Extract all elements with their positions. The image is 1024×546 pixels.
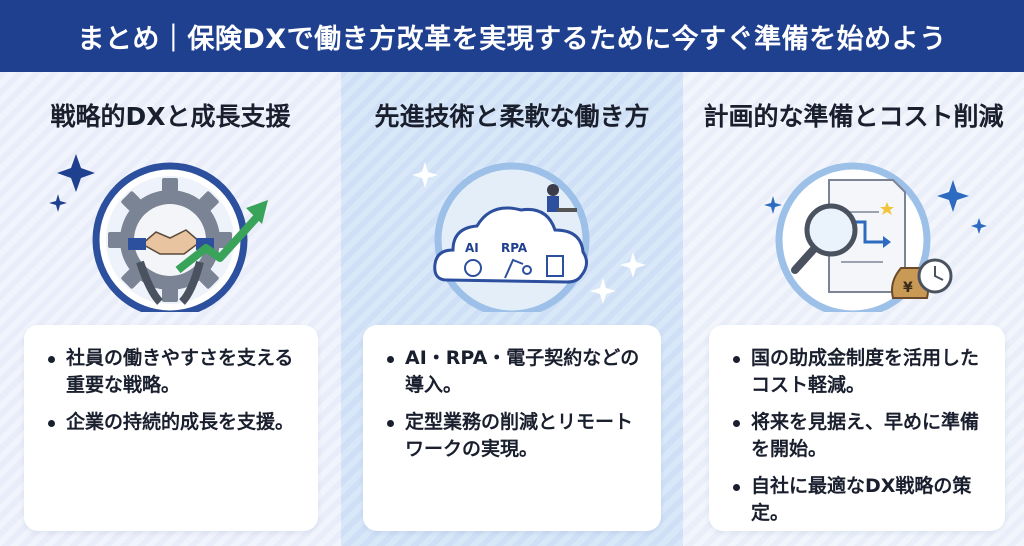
yen-symbol: ¥ bbox=[903, 280, 913, 296]
page-header: まとめ｜保険DXで働き方改革を実現するために今すぐ準備を始めよう bbox=[0, 0, 1024, 72]
bullet-card: 社員の働きやすさを支える重要な戦略。 企業の持続的成長を支援。 bbox=[24, 325, 318, 531]
bullet-item: 企業の持続的成長を支援。 bbox=[48, 409, 298, 436]
bullet-card: 国の助成金制度を活用したコスト軽減。 将来を見据え、早めに準備を開始。 自社に最… bbox=[709, 325, 1005, 531]
bullet-item: 国の助成金制度を活用したコスト軽減。 bbox=[733, 345, 985, 399]
gear-handshake-icon bbox=[108, 178, 232, 305]
column-strategy: 戦略的DXと成長支援 bbox=[0, 72, 341, 546]
clock-icon bbox=[917, 258, 953, 294]
column-technology: 先進技術と柔軟な働き方 AI RPA AI・RPA・電子契約などの導入。 定型業… bbox=[341, 72, 683, 546]
bullet-item: 社員の働きやすさを支える重要な戦略。 bbox=[48, 345, 298, 399]
bullet-item: AI・RPA・電子契約などの導入。 bbox=[387, 345, 641, 399]
bullet-item: 定型業務の削減とリモートワークの実現。 bbox=[387, 409, 641, 463]
sparkle-icon bbox=[764, 180, 987, 234]
sparkle-icon bbox=[49, 154, 95, 212]
ai-label: AI bbox=[465, 241, 479, 255]
column-planning: 計画的な準備とコスト削減 ¥ 国の助成金制度を活用したコスト軽 bbox=[683, 72, 1024, 546]
bullet-card: AI・RPA・電子契約などの導入。 定型業務の削減とリモートワークの実現。 bbox=[363, 325, 661, 531]
column-title: 先進技術と柔軟な働き方 bbox=[374, 102, 650, 131]
cloud-illustration: AI RPA bbox=[412, 162, 646, 312]
page-title: まとめ｜保険DXで働き方改革を実現するために今すぐ準備を始めよう bbox=[77, 23, 947, 55]
rpa-label: RPA bbox=[501, 241, 528, 255]
magnifier-document-icon bbox=[791, 179, 906, 293]
document-illustration: ¥ bbox=[764, 162, 987, 312]
growth-arrow-icon bbox=[175, 200, 268, 274]
column-title: 戦略的DXと成長支援 bbox=[50, 102, 291, 131]
bullet-item: 将来を見据え、早めに準備を開始。 bbox=[733, 409, 985, 463]
bullet-item: 自社に最適なDX戦略の策定。 bbox=[733, 473, 985, 527]
sparkle-icon bbox=[412, 162, 646, 304]
gear-handshake-illustration bbox=[49, 154, 268, 312]
column-title: 計画的な準備とコスト削減 bbox=[703, 102, 1004, 131]
cloud-ai-rpa-icon: AI RPA bbox=[433, 184, 588, 284]
